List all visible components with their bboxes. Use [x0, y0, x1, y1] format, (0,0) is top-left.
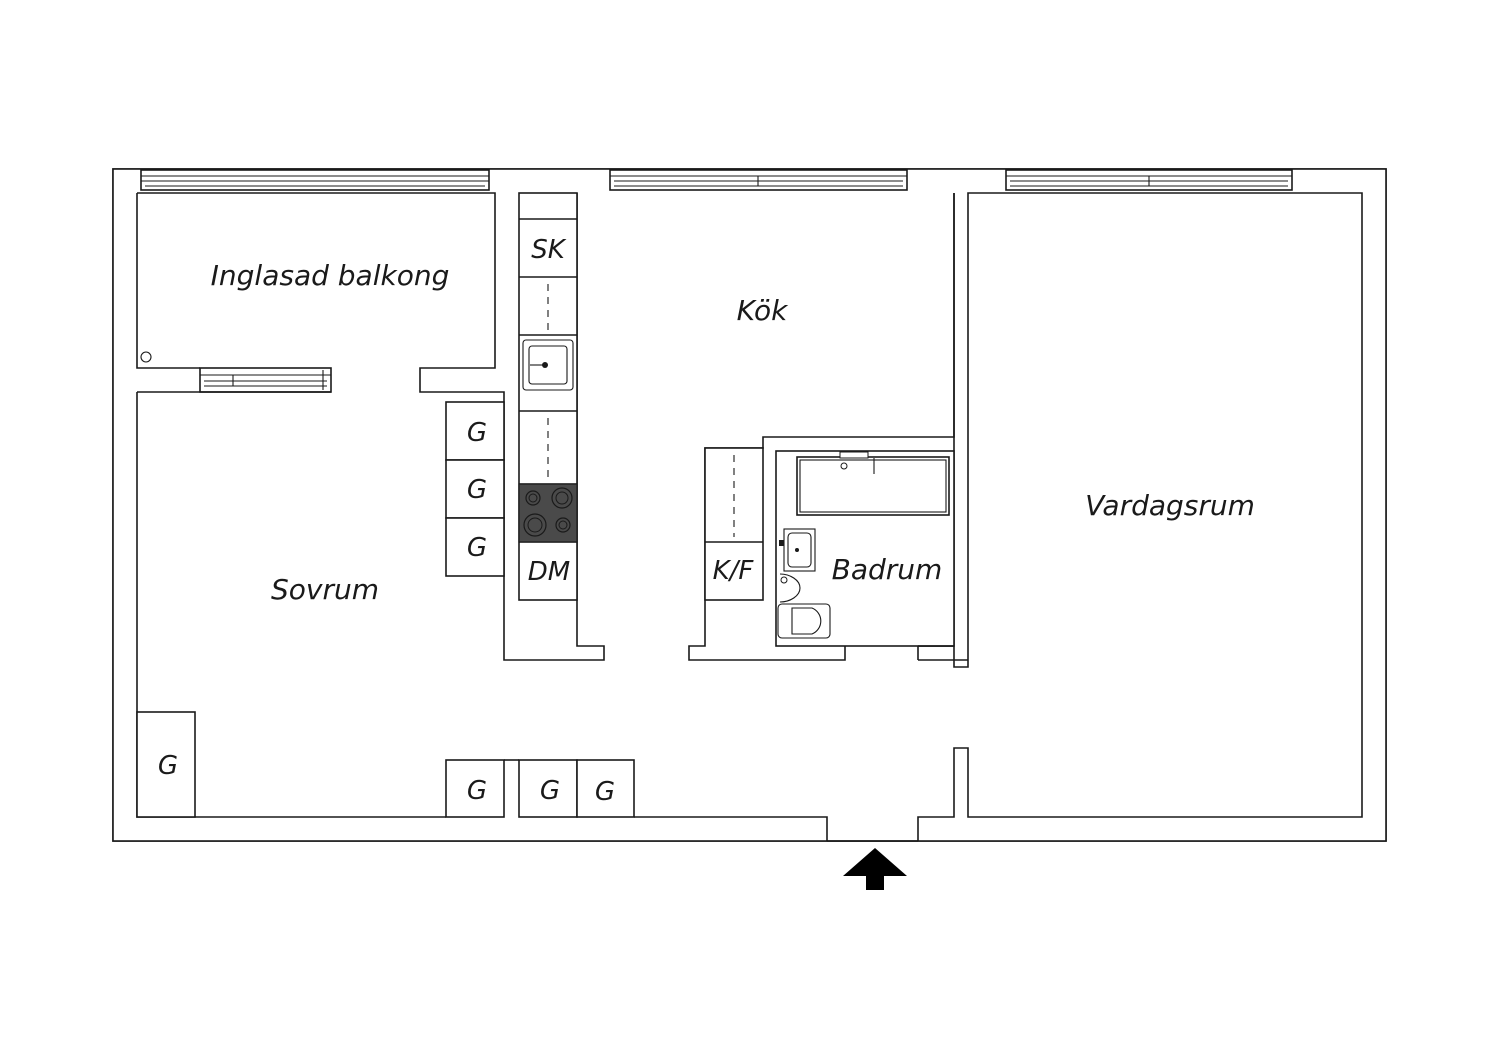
wardrobe: [576, 759, 635, 818]
room-label-balcony: Inglasad balkong: [211, 259, 450, 292]
toilet-icon: [777, 573, 831, 639]
wardrobe: [445, 401, 505, 461]
hob-icon: [518, 483, 578, 543]
window: [1005, 169, 1293, 191]
wardrobe-label: G: [540, 776, 560, 806]
room-label-living: Vardagsrum: [1085, 489, 1255, 522]
wardrobe: [445, 517, 505, 577]
entrance-arrow-icon: [843, 848, 907, 890]
bottom-wall-left: [634, 816, 828, 841]
kitchen-bathroom-block: [688, 193, 968, 661]
wardrobe-label: G: [158, 751, 178, 781]
window: [609, 169, 908, 191]
kitchen-counter: [518, 192, 578, 601]
wardrobe-label: G: [467, 533, 487, 563]
fixture-label-kf: K/F: [713, 556, 755, 586]
wardrobe-label: G: [467, 475, 487, 505]
washbasin-icon: [779, 528, 816, 572]
room-label-bathroom: Badrum: [832, 553, 943, 586]
fixture-label-dm: DM: [528, 557, 570, 587]
living-outline: [917, 192, 1363, 841]
bathtub-icon: [796, 451, 950, 516]
room-label-kitchen: Kök: [737, 294, 789, 327]
room-label-bedroom: Sovrum: [271, 573, 379, 606]
fixture-label-sk: SK: [531, 235, 567, 265]
wardrobe: [445, 759, 505, 818]
window: [140, 169, 490, 191]
windows-top: [140, 169, 1293, 191]
kitchen-sink-icon: [522, 339, 574, 391]
wardrobe-label: G: [467, 418, 487, 448]
wardrobe: [136, 711, 196, 818]
wardrobe-column: [445, 401, 505, 577]
wardrobe-label: G: [595, 777, 615, 807]
drain-icon: [140, 351, 152, 363]
wardrobe-label: G: [467, 776, 487, 806]
balcony-window: [199, 367, 332, 393]
